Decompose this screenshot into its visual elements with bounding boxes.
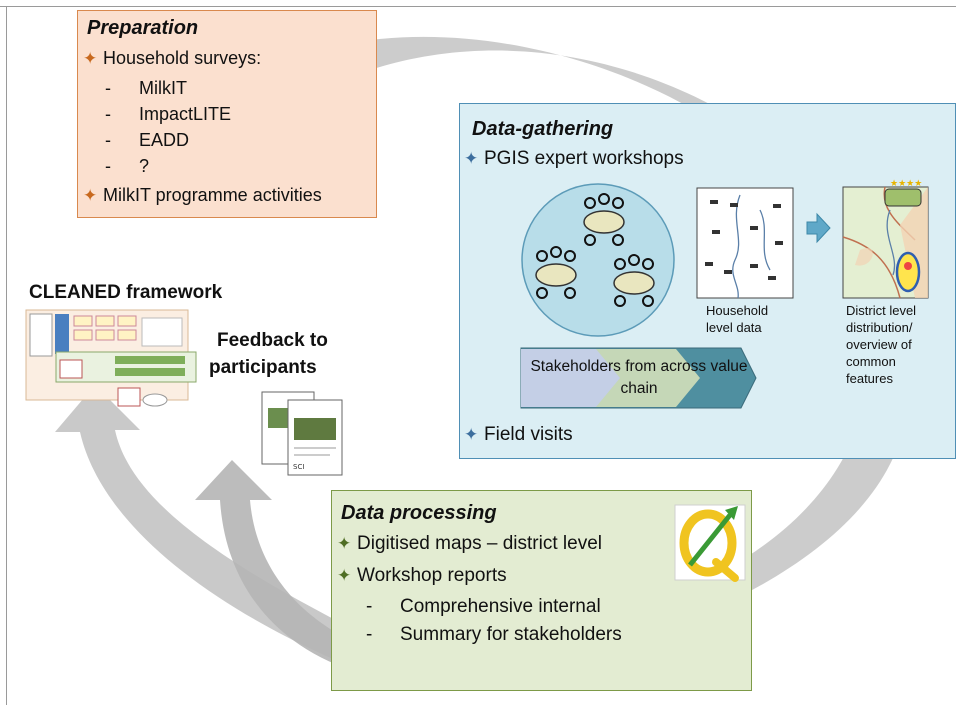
field-visits-item: ✦ Field visits: [464, 424, 573, 446]
report-item: -Summary for stakeholders: [366, 624, 622, 645]
digitised-maps-label: Digitised maps – district level: [357, 533, 602, 554]
survey-item: -EADD: [105, 130, 190, 150]
household-caption: Household level data: [706, 303, 769, 335]
frame-left-line: [6, 6, 7, 705]
data-gathering-title: Data-gathering: [472, 118, 614, 140]
programme-activities-item: ✦ MilkIT programme activities: [83, 185, 322, 206]
pgis-workshops-item: ✦ PGIS expert workshops: [464, 148, 684, 170]
pgis-workshops-label: PGIS expert workshops: [484, 148, 684, 169]
digitised-maps-item: ✦ Digitised maps – district level: [337, 533, 602, 555]
report-item: -Comprehensive internal: [366, 596, 601, 617]
feedback-return-arrow: [195, 460, 350, 668]
blue-star-bullet-icon: ✦: [464, 425, 479, 444]
green-star-bullet-icon: ✦: [337, 534, 352, 553]
map-transition-arrow: [806, 212, 831, 244]
feedback-title-line1: Feedback to: [217, 330, 328, 351]
preparation-box: [77, 10, 377, 218]
preparation-title: Preparation: [87, 17, 199, 39]
feedback-title-line2: participants: [209, 357, 317, 378]
field-visits-label: Field visits: [484, 424, 573, 445]
district-caption: District level distribution/ overview of…: [846, 303, 917, 386]
stakeholders-label: Stakeholders from across value chain: [530, 358, 748, 397]
household-surveys-item: ✦ Household surveys:: [83, 48, 261, 69]
green-star-bullet-icon: ✦: [337, 566, 352, 585]
svg-text:SCI: SCI: [293, 463, 304, 471]
survey-label: ?: [139, 156, 150, 176]
blue-star-bullet-icon: ✦: [464, 149, 479, 168]
report-label: Comprehensive internal: [400, 596, 601, 617]
report-label: Summary for stakeholders: [400, 624, 622, 645]
orange-star-bullet-icon: ✦: [83, 49, 98, 68]
frame-top-line: [0, 6, 956, 7]
orange-star-bullet-icon: ✦: [83, 186, 98, 205]
svg-text:★★★★: ★★★★: [890, 179, 922, 189]
survey-item: -?: [105, 156, 150, 176]
workshop-reports-item: ✦ Workshop reports: [337, 565, 507, 587]
cleaned-framework-title: CLEANED framework: [29, 282, 223, 303]
household-surveys-label: Household surveys:: [103, 48, 262, 68]
survey-item: -ImpactLITE: [105, 104, 232, 124]
people-group-icon: [535, 210, 655, 295]
workshop-reports-label: Workshop reports: [357, 565, 507, 586]
data-processing-title: Data processing: [341, 502, 497, 524]
programme-activities-label: MilkIT programme activities: [103, 185, 322, 205]
survey-item: -MilkIT: [105, 78, 187, 98]
survey-label: MilkIT: [139, 78, 187, 98]
survey-label: EADD: [139, 130, 190, 150]
survey-label: ImpactLITE: [139, 104, 232, 124]
